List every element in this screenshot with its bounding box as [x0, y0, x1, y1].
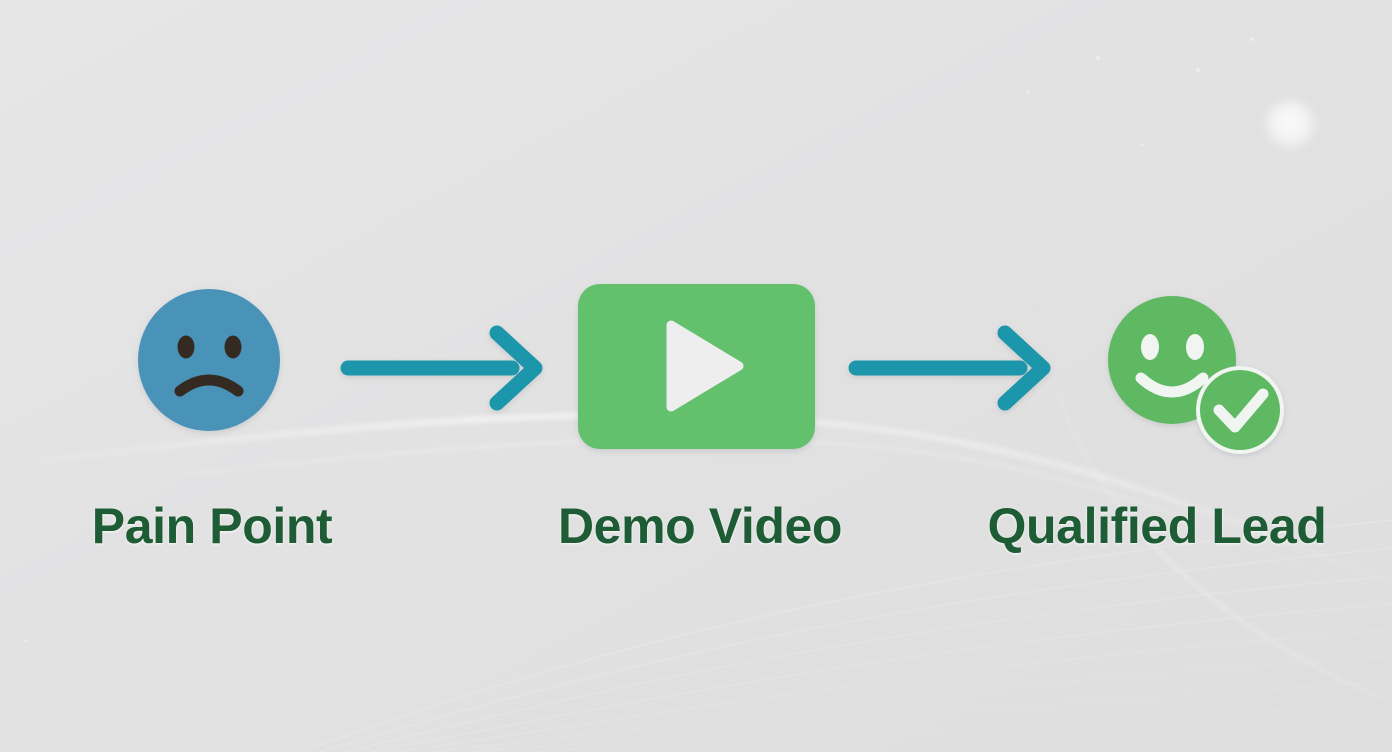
play-triangle-icon	[666, 320, 744, 412]
sad-face-eye-right-icon	[224, 335, 242, 359]
step-label-demo-video: Demo Video	[557, 498, 843, 554]
arrow-pain-to-demo	[340, 325, 543, 411]
step-label-qualified-lead: Qualified Lead	[987, 498, 1327, 554]
sad-face-icon	[138, 289, 280, 431]
step-icon-demo-video[interactable]	[578, 284, 815, 449]
arrow-right-icon-head	[489, 325, 543, 411]
arrow-right-icon-head	[997, 325, 1051, 411]
step-icon-pain-point[interactable]	[138, 289, 280, 431]
smiley-eye-right-icon	[1186, 334, 1204, 360]
arrow-demo-to-lead	[848, 325, 1051, 411]
sad-face-eye-left-icon	[177, 335, 195, 359]
step-label-pain-point: Pain Point	[91, 498, 333, 554]
smiley-eye-left-icon	[1141, 334, 1159, 360]
sad-face-frown-icon	[174, 374, 244, 397]
check-badge-icon	[1200, 370, 1280, 450]
checkmark-icon	[1213, 388, 1269, 433]
step-icon-qualified-lead[interactable]	[1108, 296, 1284, 454]
smiley-smile-icon	[1135, 372, 1209, 398]
